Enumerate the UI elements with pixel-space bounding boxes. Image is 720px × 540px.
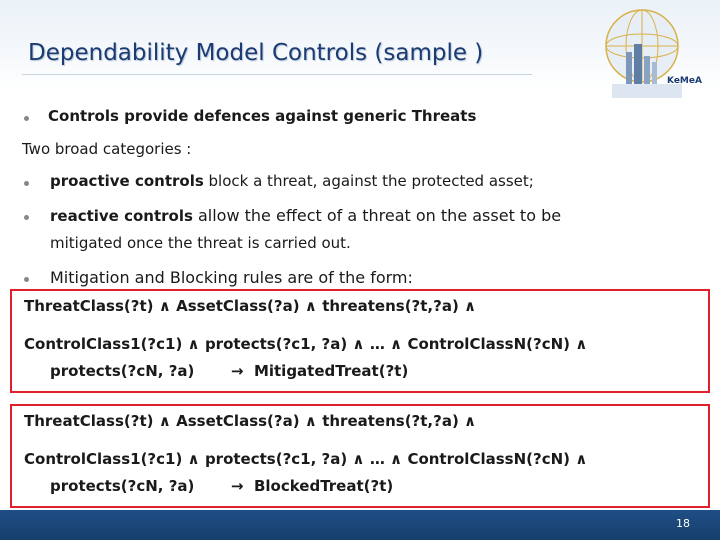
rule-line: ThreatClass(?t) ∧ AssetClass(?a) ∧ threa…	[24, 297, 477, 315]
slide-title: Dependability Model Controls (sample )	[28, 40, 484, 66]
page-number: 18	[676, 517, 690, 530]
bullet-reactive: reactive controls allow the effect of a …	[50, 206, 561, 225]
rule-line: ControlClass1(?c1) ∧ protects(?c1, ?a) ∧…	[24, 335, 588, 353]
bullet-dot	[24, 181, 29, 186]
reactive-label: reactive controls	[50, 207, 193, 225]
rule-line: protects(?cN, ?a) → BlockedTreat(?t)	[50, 477, 394, 495]
bullet-rules-form: Mitigation and Blocking rules are of the…	[50, 268, 413, 287]
footer-bar	[0, 510, 720, 540]
rule-line: ControlClass1(?c1) ∧ protects(?c1, ?a) ∧…	[24, 450, 588, 468]
title-underline	[22, 74, 532, 75]
logo-text: KeMeA	[667, 76, 702, 86]
blocking-rule-box: ThreatClass(?t) ∧ AssetClass(?a) ∧ threa…	[10, 404, 710, 508]
bullet-dot	[24, 116, 29, 121]
reactive-continuation: mitigated once the threat is carried out…	[50, 234, 351, 252]
header-background	[0, 0, 720, 92]
rule-line: ThreatClass(?t) ∧ AssetClass(?a) ∧ threa…	[24, 412, 477, 430]
mitigation-rule-box: ThreatClass(?t) ∧ AssetClass(?a) ∧ threa…	[10, 289, 710, 393]
proactive-label: proactive controls	[50, 172, 204, 190]
kemea-logo	[605, 9, 682, 98]
proactive-text: block a threat, against the protected as…	[203, 172, 534, 190]
subheading-categories: Two broad categories :	[22, 140, 192, 158]
bullet-dot	[24, 277, 29, 282]
bullet-dot	[24, 215, 29, 220]
bullet-proactive: proactive controls block a threat, again…	[50, 172, 534, 190]
bullet-controls: Controls provide defences against generi…	[48, 107, 477, 125]
reactive-text: allow the effect of a threat on the asse…	[192, 206, 562, 225]
rule-line: protects(?cN, ?a) → MitigatedTreat(?t)	[50, 362, 409, 380]
